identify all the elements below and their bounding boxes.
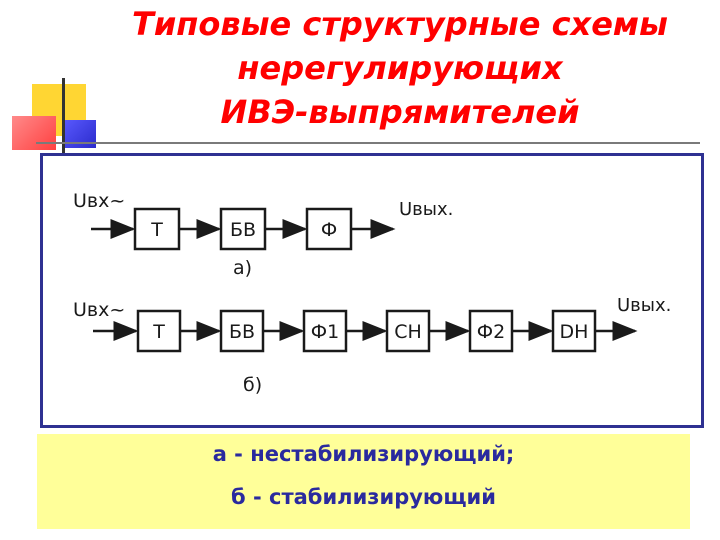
title-underline: [36, 142, 700, 144]
legend-box: а - нестабилизирующий; б - стабилизирующ…: [37, 434, 690, 529]
output-voltage-label: Uвых.: [617, 295, 671, 316]
block-diagrams: Uвх~ Т БВ Ф Uвых. а) Uвх~ Т БВ Ф1 СН Ф2 DН Uвых. б): [73, 190, 671, 396]
diagram-frame: Uвх~ Т БВ Ф Uвых. а) Uвх~ Т БВ Ф1 СН Ф2 DН Uвых. б): [40, 153, 704, 428]
block-label: DН: [560, 321, 589, 343]
decorative-red-square: [12, 116, 56, 150]
block-label: БВ: [229, 321, 255, 343]
title-line-2: нерегулирующих: [237, 49, 563, 87]
block-2: [219, 207, 267, 251]
input-voltage-label: Uвх~: [73, 299, 125, 321]
diagram-b: Uвх~ Т БВ Ф1 СН Ф2 DН Uвых. б): [73, 295, 671, 396]
block-label: Ф: [321, 219, 337, 241]
block-label: Ф2: [477, 321, 505, 343]
input-voltage-label: Uвх~: [73, 190, 125, 212]
slide-title: Типовые структурные схемы нерегулирующих…: [100, 2, 700, 134]
diagram-caption: а): [233, 257, 252, 279]
block-3: [302, 309, 348, 353]
diagram-a: Uвх~ Т БВ Ф Uвых. а): [73, 190, 453, 279]
block-1: [133, 207, 181, 251]
title-line-3: ИВЭ-выпрямителей: [220, 93, 580, 131]
output-voltage-label: Uвых.: [399, 199, 453, 220]
block-label: Т: [150, 219, 163, 241]
block-2: [219, 309, 265, 353]
legend-line-b: б - стабилизирующий: [231, 485, 496, 509]
title-line-1: Типовые структурные схемы: [132, 5, 668, 43]
block-label: Т: [152, 321, 165, 343]
block-label: БВ: [230, 219, 256, 241]
block-6: [551, 309, 597, 353]
block-label: СН: [394, 321, 422, 343]
block-label: Ф1: [311, 321, 339, 343]
block-5: [468, 309, 514, 353]
block-1: [136, 309, 182, 353]
legend-line-a: а - нестабилизирующий;: [212, 442, 515, 466]
diagram-caption: б): [243, 374, 262, 396]
decorative-vertical-line: [62, 78, 65, 158]
